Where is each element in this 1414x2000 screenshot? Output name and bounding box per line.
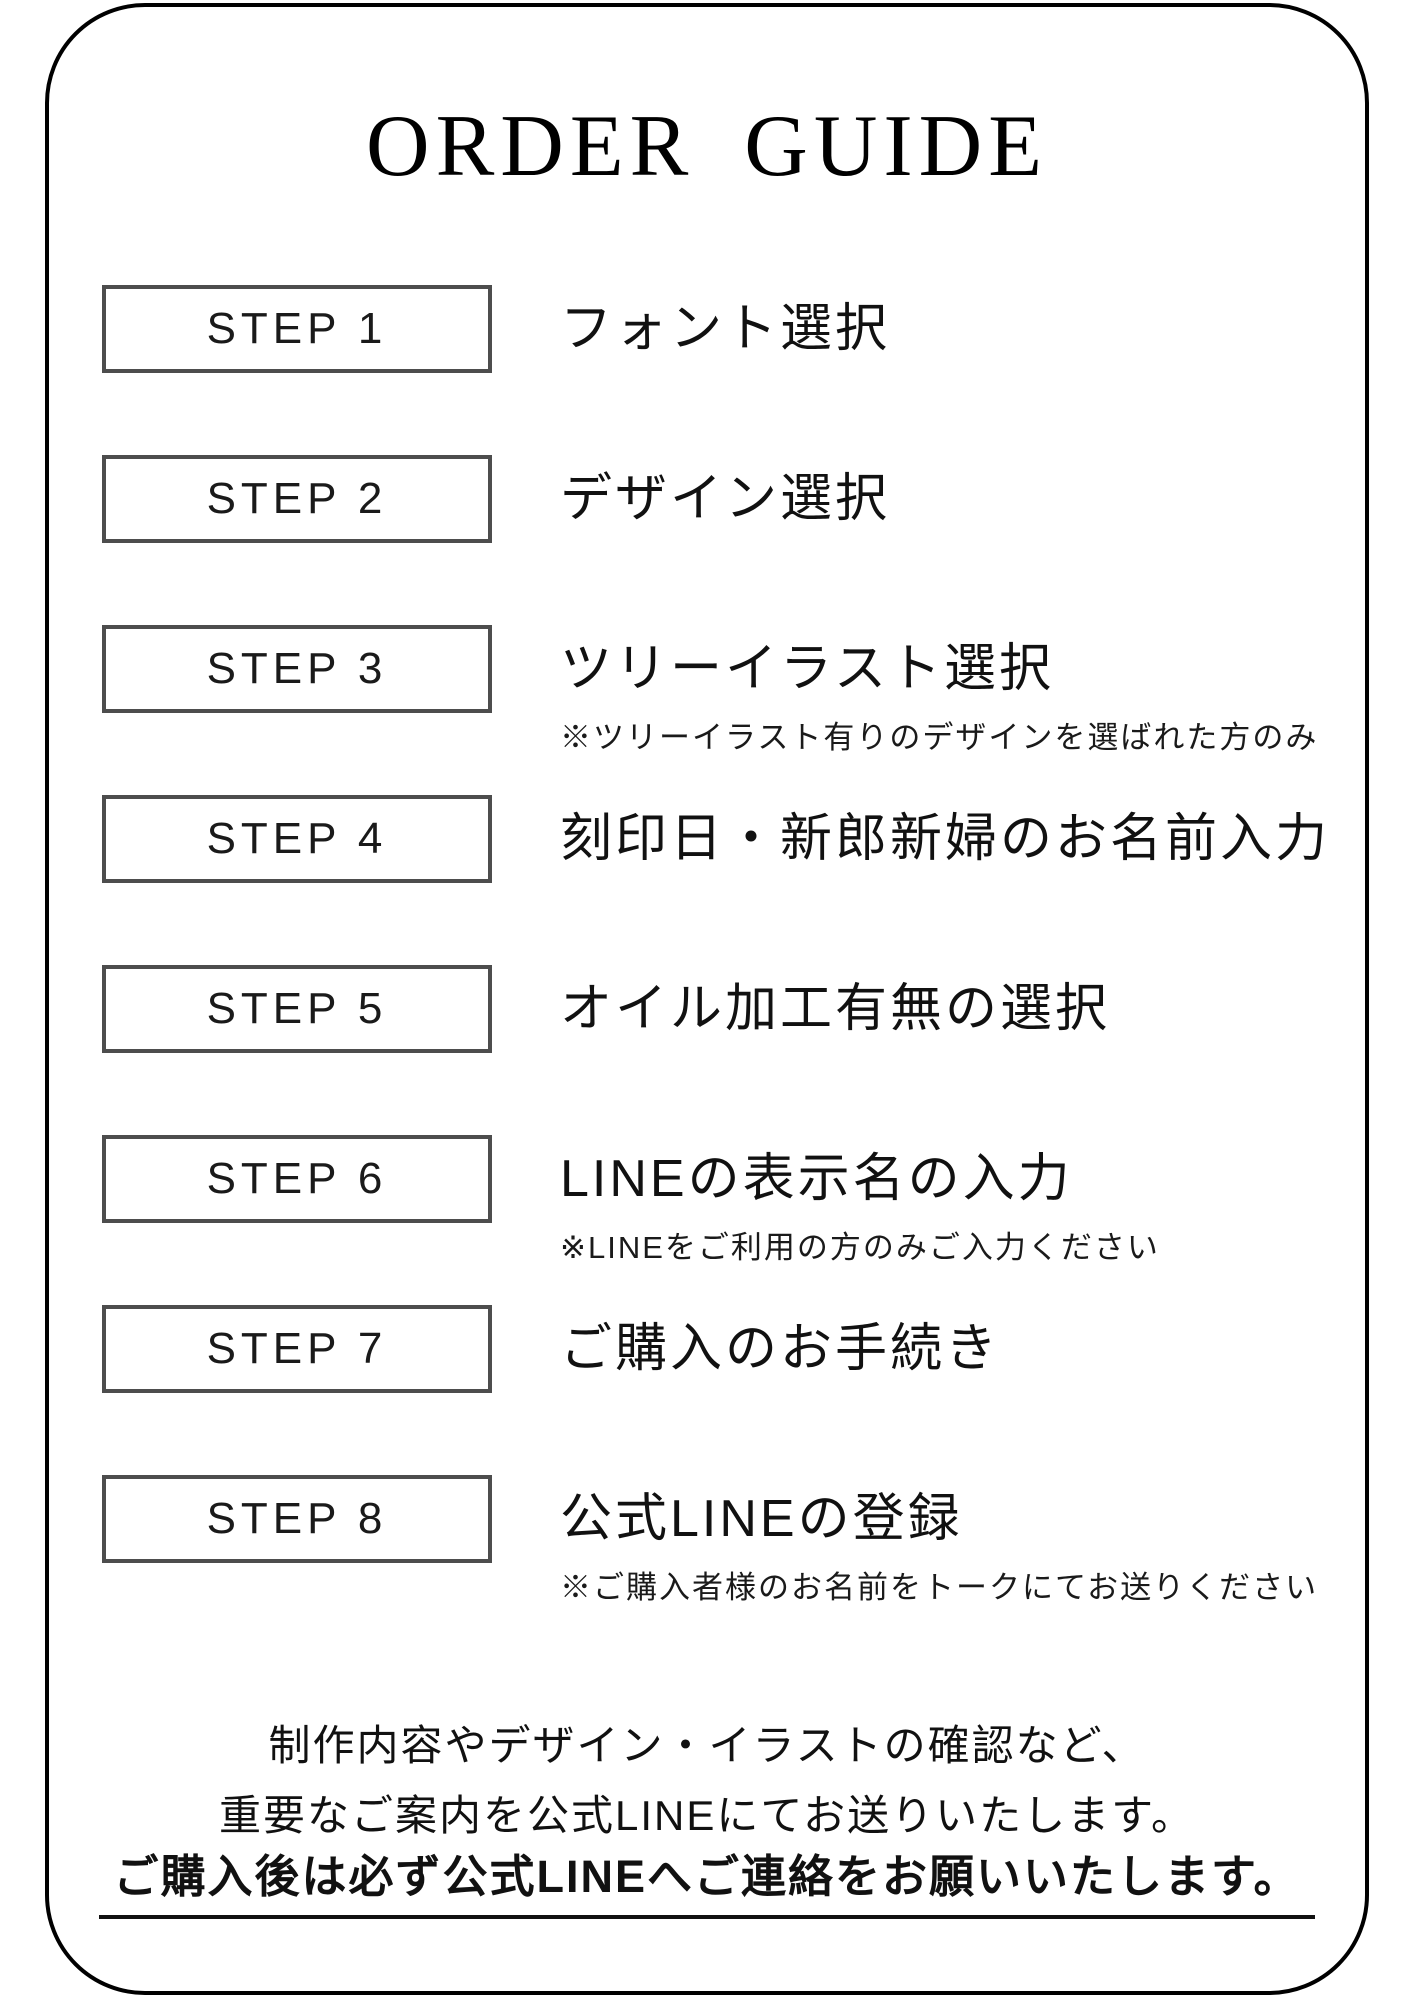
step-3-label: STEP 3 <box>206 644 388 693</box>
step-2-label: STEP 2 <box>206 474 388 523</box>
step-4-description: 刻印日・新郎新婦のお名前入力 <box>560 810 1331 868</box>
step-7-description: ご購入のお手続き <box>560 1320 1001 1378</box>
step-row-5: STEP 5 オイル加工有無の選択 <box>102 965 1110 1058</box>
step-row-7: STEP 7 ご購入のお手続き <box>102 1305 1000 1398</box>
page-border <box>45 3 1369 1995</box>
step-3-description: ツリーイラスト選択 <box>560 640 1054 698</box>
step-6-description: LINEの表示名の入力 <box>560 1150 1073 1208</box>
step-row-4: STEP 4 刻印日・新郎新婦のお名前入力 <box>102 795 1330 888</box>
step-8-note: ※ご購入者様のお名前をトークにてお送りください <box>560 1570 1319 1605</box>
step-5-label: STEP 5 <box>206 984 388 1033</box>
step-6-note: ※LINEをご利用の方のみご入力ください <box>560 1230 1160 1265</box>
step-1-box: STEP 1 <box>102 285 492 373</box>
step-7-box: STEP 7 <box>102 1305 492 1393</box>
step-7-label: STEP 7 <box>206 1324 388 1373</box>
step-8-description: 公式LINEの登録 <box>560 1490 963 1548</box>
page-title: ORDER GUIDE <box>366 98 1048 195</box>
step-row-6: STEP 6 LINEの表示名の入力 ※LINEをご利用の方のみご入力ください <box>102 1135 1160 1268</box>
step-8-box: STEP 8 <box>102 1475 492 1563</box>
step-row-3: STEP 3 ツリーイラスト選択 ※ツリーイラスト有りのデザインを選ばれた方のみ <box>102 625 1318 758</box>
footer-note-line-2: 重要なご案内を公式LINEにてお送りいたします。 <box>219 1792 1195 1839</box>
step-row-1: STEP 1 フォント選択 <box>102 285 890 378</box>
footer-warning-text: ご購入後は必ず公式LINEへご連絡をお願いいたします。 <box>99 1840 1315 1919</box>
footer-note-line-1: 制作内容やデザイン・イラストの確認など、 <box>268 1722 1146 1769</box>
step-8-label: STEP 8 <box>206 1494 388 1543</box>
step-5-description: オイル加工有無の選択 <box>560 980 1111 1038</box>
step-row-8: STEP 8 公式LINEの登録 ※ご購入者様のお名前をトークにてお送りください <box>102 1475 1318 1608</box>
step-row-2: STEP 2 デザイン選択 <box>102 455 890 548</box>
footer-warning-line: ご購入後は必ず公式LINEへご連絡をお願いいたします。 <box>0 1840 1414 1919</box>
step-1-label: STEP 1 <box>206 304 388 353</box>
step-3-box: STEP 3 <box>102 625 492 713</box>
step-1-description: フォント選択 <box>560 300 891 358</box>
step-4-label: STEP 4 <box>206 814 388 863</box>
step-4-box: STEP 4 <box>102 795 492 883</box>
step-5-box: STEP 5 <box>102 965 492 1053</box>
step-2-box: STEP 2 <box>102 455 492 543</box>
step-2-description: デザイン選択 <box>560 470 891 528</box>
step-3-note: ※ツリーイラスト有りのデザインを選ばれた方のみ <box>560 720 1319 755</box>
step-6-label: STEP 6 <box>206 1154 388 1203</box>
step-6-box: STEP 6 <box>102 1135 492 1223</box>
